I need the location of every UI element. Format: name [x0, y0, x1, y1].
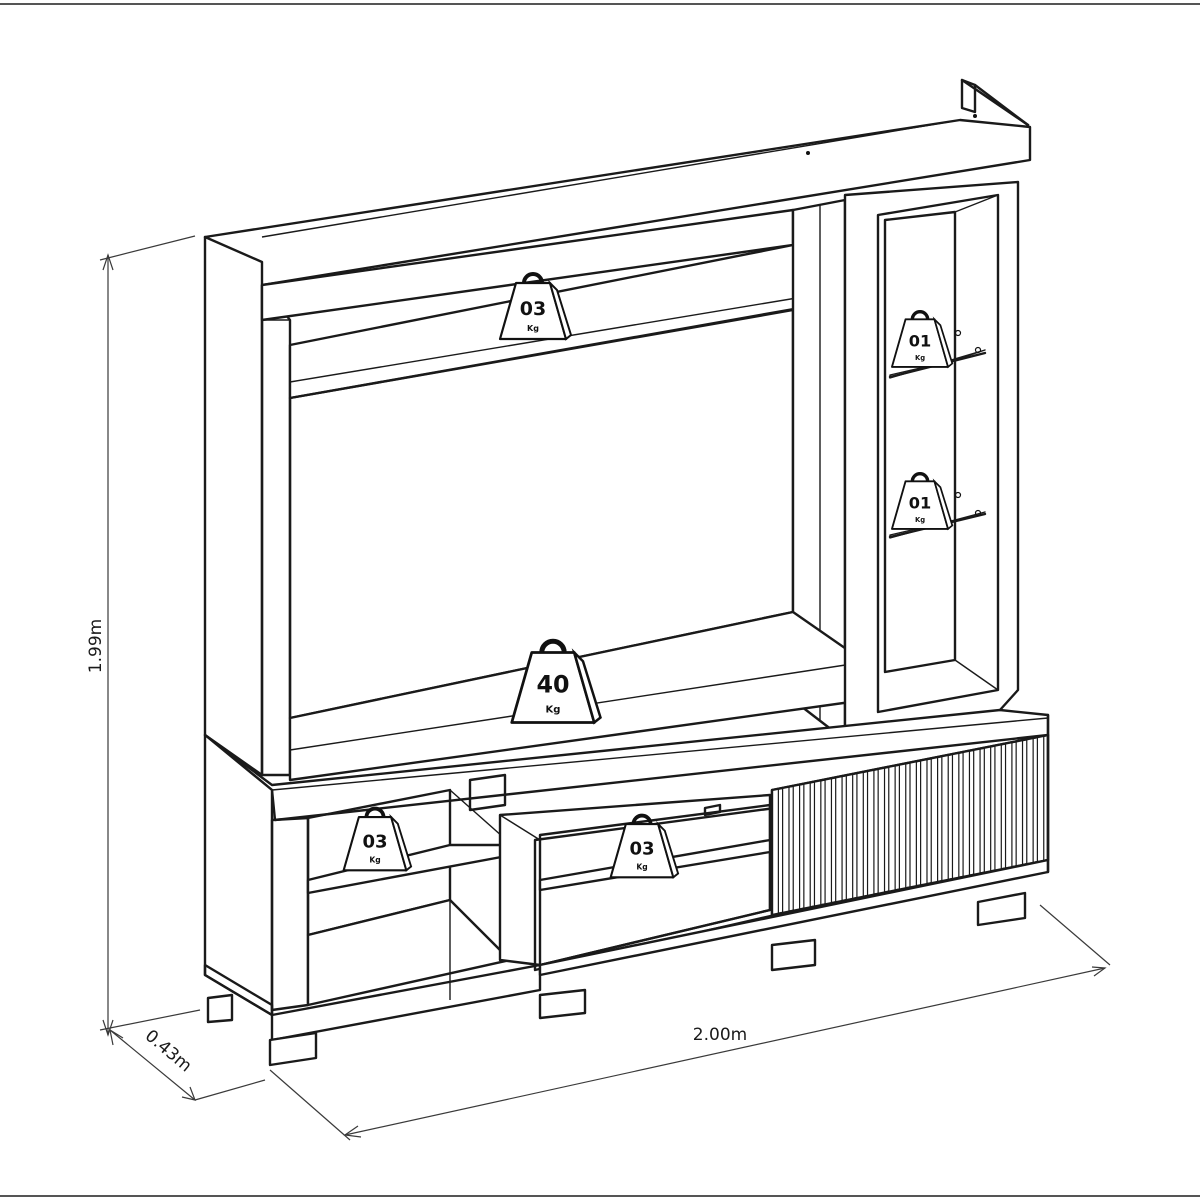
- slat: [1015, 739, 1024, 868]
- slat: [1026, 737, 1034, 865]
- height-dimension: 1.99m: [86, 235, 201, 1037]
- depth-label: 0.43m: [141, 1026, 196, 1076]
- weight-unit: Kg: [546, 705, 561, 716]
- slat: [1036, 735, 1045, 863]
- weight-value: 40: [536, 671, 569, 699]
- depth-dimension: 0.43m: [109, 1026, 266, 1101]
- slat: [803, 781, 811, 910]
- slat: [941, 754, 949, 882]
- weight-unit: Kg: [369, 856, 380, 865]
- weight-unit: Kg: [527, 324, 539, 333]
- slat: [983, 745, 992, 874]
- foot-right: [976, 891, 1027, 927]
- weight-unit: Kg: [915, 516, 925, 524]
- slat: [888, 764, 896, 893]
- foot-left-front: [268, 1031, 318, 1067]
- slat: [909, 760, 917, 889]
- slat: [813, 779, 822, 908]
- width-label: 2.00m: [693, 1025, 747, 1045]
- foot-center-back: [770, 938, 817, 972]
- slat: [930, 756, 939, 885]
- slat: [920, 758, 928, 887]
- width-dimension: 2.00m: [269, 904, 1111, 1141]
- weight-unit: Kg: [915, 354, 925, 362]
- slat: [792, 783, 801, 912]
- tv-stand-drawing: [203, 78, 1050, 1067]
- weight-value: 03: [520, 298, 546, 320]
- frame-border: [0, 3, 1200, 1197]
- weight-value: 01: [909, 494, 931, 513]
- slat: [824, 777, 833, 906]
- foot-left-back: [206, 993, 234, 1024]
- slat: [877, 766, 886, 895]
- slat: [835, 775, 843, 904]
- slat: [845, 773, 854, 901]
- height-label: 1.99m: [86, 619, 106, 673]
- weight-value: 01: [909, 332, 931, 351]
- slat: [962, 749, 971, 878]
- slat: [782, 785, 790, 914]
- slat: [866, 768, 875, 897]
- slat: [856, 771, 864, 899]
- slat: [1004, 741, 1013, 870]
- slat: [973, 747, 981, 876]
- weight-value: 03: [629, 839, 654, 860]
- slat: [951, 752, 960, 880]
- slat: [994, 743, 1002, 872]
- weight-unit: Kg: [636, 863, 647, 872]
- weight-value: 03: [362, 832, 387, 853]
- slat: [898, 762, 907, 891]
- foot-center-front: [538, 988, 587, 1020]
